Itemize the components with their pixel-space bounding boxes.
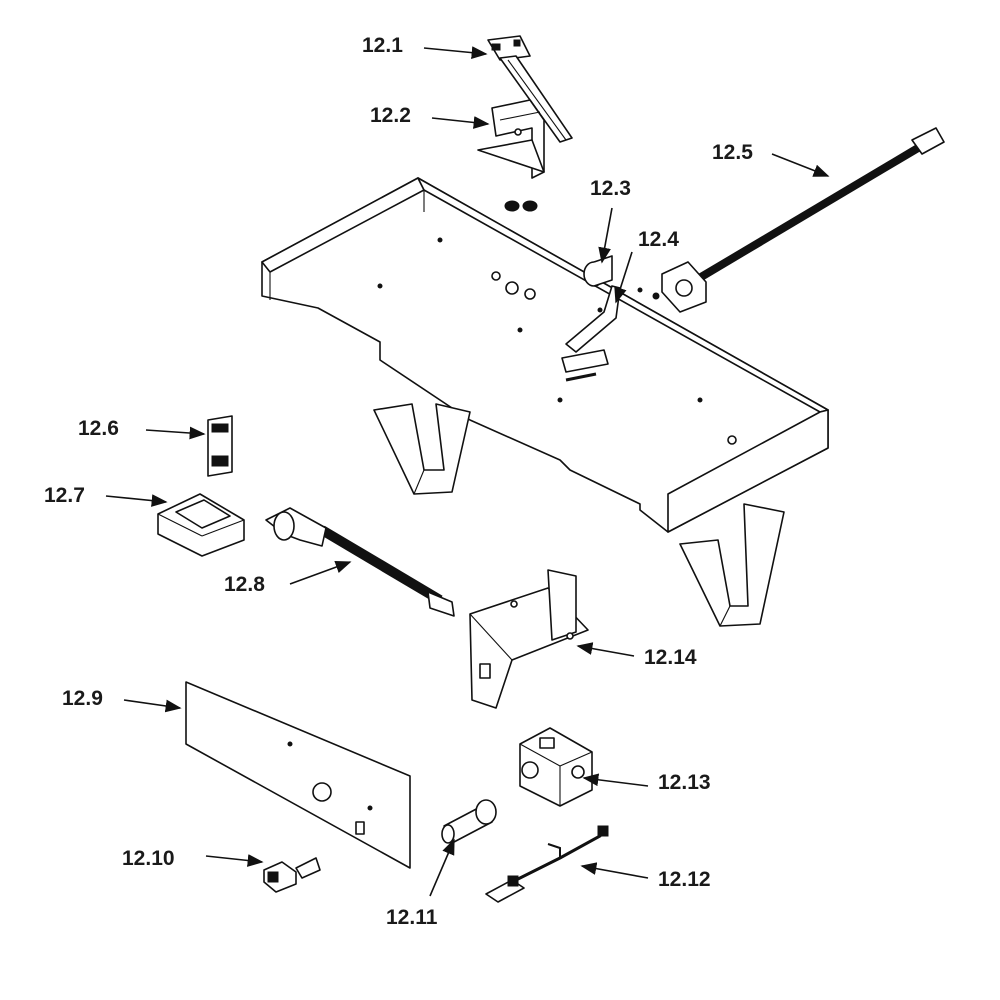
callout-12-2: 12.2 (370, 104, 411, 127)
callout-12-14: 12.14 (644, 646, 697, 669)
grommets (504, 200, 538, 212)
part-12-6-board (207, 415, 233, 477)
base-tray (261, 177, 829, 533)
callout-12-7: 12.7 (44, 484, 85, 507)
part-12-11-cartridge (441, 799, 497, 844)
tray-leg-right (679, 503, 785, 627)
part-12-10-switch (263, 857, 321, 893)
callout-12-1: 12.1 (362, 34, 403, 57)
callout-12-12: 12.12 (658, 868, 711, 891)
part-12-8-gas-hose (265, 507, 455, 617)
leader-arrows (105, 46, 830, 897)
callout-12-3: 12.3 (590, 177, 631, 200)
tray-leg-left (373, 403, 471, 495)
part-12-12-wire-harness (485, 825, 609, 903)
callout-12-10: 12.10 (122, 847, 175, 870)
callout-12-4: 12.4 (638, 228, 679, 251)
part-12-9-front-panel (185, 681, 411, 869)
part-12-2-mounting-bracket (477, 99, 545, 179)
part-12-3-sensor (583, 255, 613, 287)
part-12-7-control-module (157, 493, 245, 557)
part-12-13-gas-valve (519, 727, 593, 807)
callout-12-9: 12.9 (62, 687, 103, 710)
callout-12-6: 12.6 (78, 417, 119, 440)
part-12-4-strip-bracket (561, 285, 621, 382)
callout-12-8: 12.8 (224, 573, 265, 596)
part-12-5-flex-rod (652, 127, 945, 313)
callout-12-13: 12.13 (658, 771, 711, 794)
part-12-14-bracket (469, 569, 589, 709)
callout-12-5: 12.5 (712, 141, 753, 164)
callout-12-11: 12.11 (386, 906, 438, 929)
